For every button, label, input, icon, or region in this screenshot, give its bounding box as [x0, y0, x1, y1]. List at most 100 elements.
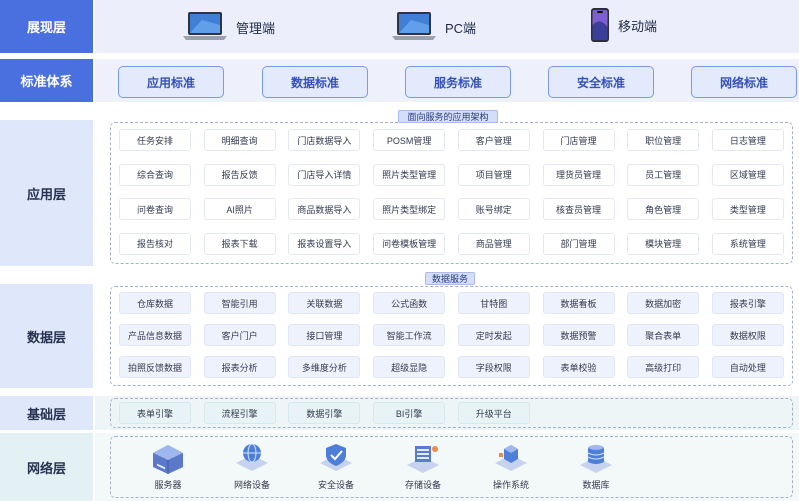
app-module: 商品数据导入: [288, 198, 361, 220]
app-module: 照片类型管理: [373, 163, 446, 186]
app-module: 照片类型绑定: [373, 198, 446, 220]
laptop-icon: [183, 12, 227, 40]
layer-label-data: 数据层: [0, 284, 93, 388]
app-module: 项目管理: [457, 163, 530, 186]
app-module: 模块管理: [627, 232, 700, 255]
data-module: 数据看板: [542, 292, 615, 314]
network-item-label: 数据库: [582, 480, 610, 490]
app-module: 类型管理: [711, 198, 784, 220]
app-module: 理货员管理: [542, 163, 615, 186]
data-module: 高级打印: [627, 356, 700, 378]
app-module: 问卷查询: [119, 198, 191, 220]
network-item-network-device: 网络设备: [222, 441, 282, 491]
app-module: POSM管理: [373, 129, 446, 151]
data-module: 超级显隐: [373, 356, 446, 378]
network-device-icon: [236, 443, 268, 471]
device-label: 移动端: [618, 18, 658, 34]
app-module: 核查员管理: [542, 198, 615, 220]
data-module: 智能工作流: [373, 324, 446, 346]
device-label: PC端: [445, 20, 477, 36]
base-engine: 数据引擎: [288, 402, 361, 424]
network-item-label: 服务器: [154, 480, 182, 490]
layer-label-base: 基础层: [0, 396, 93, 430]
app-module: 账号绑定: [457, 198, 530, 220]
server-icon: [153, 445, 183, 474]
data-module: 关联数据: [288, 292, 361, 314]
app-module: 报表下载: [203, 232, 276, 255]
base-engine: BI引擎: [373, 402, 446, 424]
data-module: 报表引擎: [711, 292, 784, 314]
app-module: 区域管理: [711, 163, 784, 186]
data-module: 聚合表单: [627, 324, 700, 346]
device-label: 管理端: [236, 20, 276, 36]
storage-device-icon: [407, 446, 439, 473]
data-module: 拍照反馈数据: [119, 356, 191, 378]
layer-label-presentation: 展现层: [0, 0, 93, 53]
standard-security: 安全标准: [548, 66, 654, 98]
device-pc: PC端: [391, 10, 476, 44]
database-icon: [580, 445, 612, 473]
standard-data: 数据标准: [262, 66, 368, 98]
standard-service: 服务标准: [405, 66, 511, 98]
data-module: 数据预警: [542, 324, 615, 346]
data-module: 智能引用: [203, 292, 276, 314]
app-module: 门店管理: [542, 129, 615, 151]
data-module: 公式函数: [373, 292, 446, 314]
network-item-label: 操作系统: [492, 480, 529, 490]
standard-application: 应用标准: [118, 66, 224, 98]
network-container: [110, 436, 793, 498]
app-module: 报告核对: [119, 232, 191, 255]
data-module: 客户门户: [203, 324, 276, 346]
device-mobile: 移动端: [590, 8, 657, 42]
data-module: 自动处理: [711, 356, 784, 378]
app-module: 综合查询: [119, 163, 191, 186]
base-engine: 升级平台: [457, 402, 530, 424]
data-module: 产品信息数据: [119, 324, 191, 346]
network-item-operating-system: 操作系统: [481, 441, 541, 491]
base-engine: 流程引擎: [203, 402, 276, 424]
base-container: [110, 398, 793, 428]
network-item-label: 网络设备: [233, 480, 270, 490]
app-module: 日志管理: [711, 129, 784, 151]
network-band: [95, 433, 799, 501]
app-module: 明细查询: [203, 129, 276, 151]
app-module: AI照片: [203, 198, 276, 220]
data-container: [110, 286, 793, 386]
security-device-icon: [320, 444, 352, 471]
network-item-security-device: 安全设备: [306, 441, 366, 491]
app-module: 报告反馈: [203, 163, 276, 186]
network-item-server: 服务器: [138, 441, 198, 491]
laptop-icon: [392, 12, 436, 40]
base-engine: 表单引擎: [119, 402, 191, 424]
app-module: 门店数据导入: [288, 129, 361, 151]
data-section-tag: 数据服务: [425, 272, 475, 285]
data-module: 仓库数据: [119, 292, 191, 314]
network-item-database: 数据库: [566, 441, 626, 491]
standard-network: 网络标准: [691, 66, 797, 98]
network-item-storage-device: 存储设备: [393, 441, 453, 491]
data-module: 定时发起: [457, 324, 530, 346]
device-management: 管理端: [182, 10, 275, 44]
application-section-tag: 面向服务的应用架构: [398, 110, 498, 123]
app-module: 职位管理: [627, 129, 700, 151]
data-module: 甘特图: [457, 292, 530, 314]
app-module: 问卷模板管理: [373, 232, 446, 255]
app-module: 角色管理: [627, 198, 700, 220]
layer-label-application: 应用层: [0, 120, 93, 266]
app-module: 部门管理: [542, 232, 615, 255]
data-module: 数据加密: [627, 292, 700, 314]
data-module: 字段权限: [457, 356, 530, 378]
layer-label-standards: 标准体系: [0, 59, 93, 102]
data-module: 数据权限: [711, 324, 784, 346]
app-module: 系统管理: [711, 232, 784, 255]
app-module: 商品管理: [457, 232, 530, 255]
data-module: 多维度分析: [288, 356, 361, 378]
app-module: 门店导入详情: [288, 163, 361, 186]
network-item-label: 存储设备: [404, 480, 441, 490]
smartphone-icon: [591, 8, 609, 42]
app-module: 员工管理: [627, 163, 700, 186]
network-item-label: 安全设备: [317, 480, 354, 490]
app-module: 任务安排: [119, 129, 191, 151]
layer-label-network: 网络层: [0, 433, 93, 501]
data-module: 表单校验: [542, 356, 615, 378]
